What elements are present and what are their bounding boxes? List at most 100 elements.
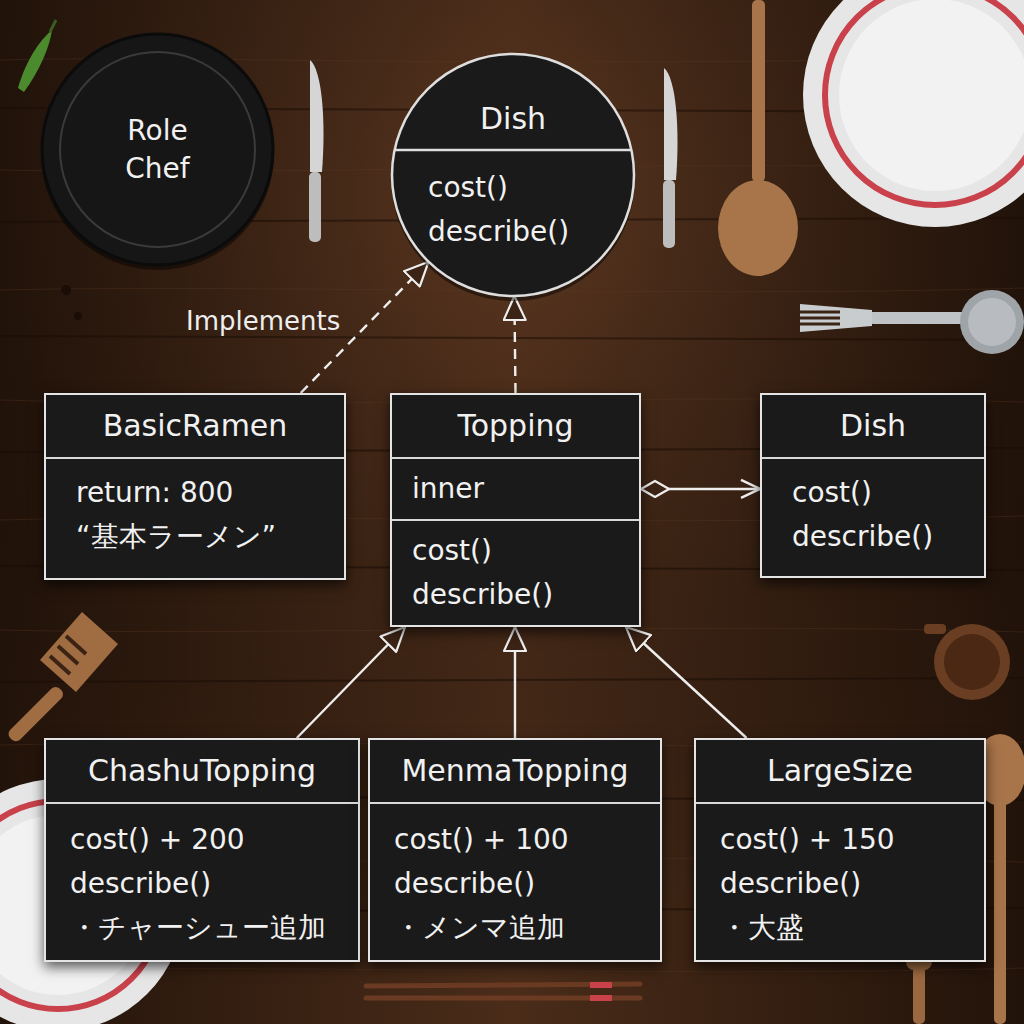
spatula bbox=[66, 636, 86, 654]
cup bbox=[944, 634, 1000, 690]
fork-and-ladle bbox=[800, 323, 840, 326]
chopsticks bbox=[366, 984, 640, 986]
circle-ring bbox=[60, 52, 255, 247]
cup bbox=[924, 624, 946, 634]
class-box: LargeSize cost() + 150describe()・大盛 bbox=[694, 738, 986, 962]
knife bbox=[663, 68, 678, 248]
class-member: cost() + 200 bbox=[70, 818, 334, 862]
chopsticks bbox=[590, 995, 612, 1001]
circle-body bbox=[42, 34, 273, 265]
class-member: cost() + 150 bbox=[720, 818, 960, 862]
plate bbox=[839, 0, 1024, 191]
class-member: describe() bbox=[394, 862, 636, 906]
class-member: ・メンマ追加 bbox=[394, 906, 636, 950]
realization-arrow bbox=[514, 296, 515, 393]
class-member: cost() + 100 bbox=[394, 818, 636, 862]
wooden-spoon bbox=[994, 800, 1006, 1024]
inheritance-arrow bbox=[514, 627, 516, 738]
class-name-compartment: Dish bbox=[762, 395, 984, 459]
interface-method: cost() bbox=[428, 166, 636, 210]
cup bbox=[934, 624, 1010, 700]
edge-label: Implements bbox=[186, 305, 340, 337]
class-name: Topping bbox=[408, 407, 623, 445]
wooden-spoon bbox=[718, 0, 798, 276]
chili-pepper bbox=[18, 30, 52, 92]
knife bbox=[664, 68, 678, 180]
class-member: describe() bbox=[792, 515, 954, 559]
class-name: ChashuTopping bbox=[62, 752, 342, 790]
wood-grain-fine bbox=[0, 628, 1024, 632]
class-member: cost() bbox=[792, 471, 954, 515]
class-member: describe() bbox=[412, 573, 619, 617]
class-box: BasicRamen return: 800“基本ラーメン” bbox=[44, 393, 346, 580]
class-box: ChashuTopping cost() + 200describe()・チャーシ… bbox=[44, 738, 360, 962]
plate bbox=[803, 0, 1024, 227]
method-compartment: cost()describe() bbox=[390, 150, 636, 254]
peppercorns bbox=[74, 312, 82, 320]
class-member: describe() bbox=[70, 862, 334, 906]
class-member: describe() bbox=[720, 862, 960, 906]
wood-grain bbox=[0, 336, 1024, 340]
spatula bbox=[6, 612, 118, 744]
member-compartment: return: 800“基本ラーメン” bbox=[46, 459, 344, 578]
class-name-compartment: MenmaTopping bbox=[370, 740, 660, 804]
class-name: BasicRamen bbox=[62, 407, 328, 445]
role-name: Role Chef bbox=[112, 112, 204, 188]
interface-circle-outline bbox=[390, 52, 636, 298]
class-member: cost() bbox=[412, 529, 619, 573]
interface-name: Dish bbox=[480, 100, 546, 138]
chili-pepper bbox=[50, 20, 56, 32]
spatula bbox=[40, 612, 118, 692]
member-compartment: cost()describe() bbox=[392, 521, 639, 625]
member-compartment: cost() + 150describe()・大盛 bbox=[696, 804, 984, 960]
class-name-compartment: ChashuTopping bbox=[46, 740, 358, 804]
member-compartment: inner bbox=[392, 459, 639, 521]
interface-name-compartment: Dish bbox=[390, 52, 636, 150]
fork-and-ladle bbox=[800, 311, 840, 314]
chopsticks bbox=[590, 982, 612, 988]
wooden-spatula bbox=[913, 966, 925, 1024]
spatula bbox=[50, 636, 86, 674]
class-name-compartment: LargeSize bbox=[696, 740, 984, 804]
compartment-line bbox=[395, 149, 632, 152]
chili-pepper bbox=[18, 20, 56, 92]
knife bbox=[309, 60, 324, 242]
peppercorns bbox=[61, 285, 82, 320]
class-box: MenmaTopping cost() + 100describe()・メンマ追加 bbox=[368, 738, 662, 962]
spatula bbox=[6, 684, 65, 743]
fork-and-ladle bbox=[800, 317, 840, 320]
class-box: Topping inner cost()describe() bbox=[390, 393, 641, 627]
inheritance-arrow bbox=[626, 627, 747, 738]
plate bbox=[803, 0, 1024, 227]
class-name-compartment: Topping bbox=[392, 395, 639, 459]
knife bbox=[663, 180, 675, 248]
fork-and-ladle bbox=[968, 298, 1016, 346]
class-name: Dish bbox=[778, 407, 968, 445]
interface-method: describe() bbox=[428, 210, 636, 254]
wooden-spoon bbox=[752, 0, 765, 182]
class-member: ・チャーシュー追加 bbox=[70, 906, 334, 950]
class-box: Dish cost()describe() bbox=[760, 393, 986, 578]
inheritance-arrow bbox=[297, 627, 405, 738]
fork-and-ladle bbox=[800, 304, 872, 332]
class-name-compartment: BasicRamen bbox=[46, 395, 344, 459]
fork-and-ladle bbox=[800, 312, 840, 324]
cup bbox=[924, 624, 1010, 700]
member-compartment: cost()describe() bbox=[762, 459, 984, 576]
class-member: “基本ラーメン” bbox=[76, 515, 314, 559]
class-name: MenmaTopping bbox=[386, 752, 644, 790]
member-compartment: cost() + 100describe()・メンマ追加 bbox=[370, 804, 660, 960]
role-circle-outline bbox=[40, 32, 275, 267]
plate bbox=[825, 0, 1024, 205]
chopsticks bbox=[366, 984, 640, 998]
member-compartment: cost() + 200describe()・チャーシュー追加 bbox=[46, 804, 358, 960]
fork-and-ladle bbox=[800, 290, 1024, 354]
class-name: LargeSize bbox=[712, 752, 968, 790]
spatula bbox=[50, 656, 70, 674]
wood-grain bbox=[0, 678, 1024, 682]
peppercorns bbox=[61, 285, 71, 295]
spatula bbox=[58, 646, 78, 664]
class-member: inner bbox=[412, 467, 619, 511]
knife bbox=[309, 172, 321, 242]
